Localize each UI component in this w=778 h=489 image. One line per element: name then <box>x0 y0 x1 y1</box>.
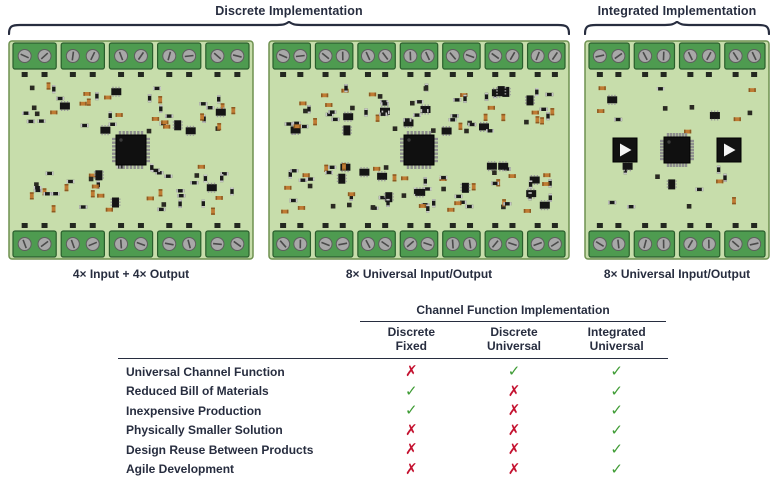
row-label: Universal Channel Function <box>126 364 285 379</box>
mark-cell: ✓ <box>610 421 623 439</box>
column-header-line: Universal <box>589 338 644 353</box>
row-label: Design Reuse Between Products <box>126 442 314 457</box>
integrated-brace-icon <box>584 21 770 35</box>
table-header-row: Discrete Fixed Discrete Universal Integr… <box>118 322 668 359</box>
discrete-brace-icon <box>8 21 570 35</box>
column-header-discrete-universal: Discrete Universal <box>463 325 566 353</box>
column-header-discrete-fixed: Discrete Fixed <box>360 325 463 353</box>
caption-board-2: 8× Universal Input/Output <box>345 267 493 281</box>
mark-cell: ✗ <box>507 402 521 420</box>
mark-cell: ✗ <box>507 460 521 478</box>
table-title: Channel Function Implementation <box>360 303 666 322</box>
mark-cell: ✗ <box>405 363 418 381</box>
row-label: Physically Smaller Solution <box>126 423 283 438</box>
caption-board-3: 8× Universal Input/Output <box>603 267 751 281</box>
mark-cell: ✓ <box>610 402 623 420</box>
table-row: Agile Development ✗ ✗ ✓ <box>118 460 668 480</box>
row-label: Agile Development <box>126 462 235 477</box>
column-header-line: Integrated <box>587 325 646 339</box>
mark-cell: ✗ <box>507 421 521 439</box>
mark-cell: ✓ <box>507 363 521 381</box>
integrated-implementation-label: Integrated Implementation <box>597 4 757 18</box>
discrete-implementation-label: Discrete Implementation <box>215 4 363 18</box>
mark-cell: ✗ <box>507 441 521 459</box>
mark-cell: ✓ <box>405 402 418 420</box>
row-label: Reduced Bill of Materials <box>126 384 269 399</box>
table-row: Design Reuse Between Products ✗ ✗ ✓ <box>118 440 668 460</box>
mark-cell: ✓ <box>610 441 623 459</box>
mark-cell: ✓ <box>405 382 418 400</box>
mark-cell: ✗ <box>507 382 521 400</box>
mark-cell: ✗ <box>405 421 418 439</box>
pcb-discrete-universal-image <box>268 40 570 260</box>
column-header-line: Fixed <box>395 338 427 353</box>
mark-cell: ✓ <box>610 363 623 381</box>
table-row: Inexpensive Production ✓ ✗ ✓ <box>118 401 668 421</box>
table-body: Universal Channel Function ✗ ✓ ✓ Reduced… <box>118 359 668 479</box>
column-header-line: Universal <box>486 338 542 353</box>
column-header-integrated-universal: Integrated Universal <box>565 325 668 353</box>
column-header-line: Discrete <box>387 325 436 339</box>
pcb-integrated-universal-image <box>584 40 770 260</box>
mark-cell: ✓ <box>610 460 623 478</box>
table-row: Physically Smaller Solution ✗ ✗ ✓ <box>118 421 668 441</box>
table-row: Universal Channel Function ✗ ✓ ✓ <box>118 362 668 382</box>
column-header-line: Discrete <box>490 325 538 339</box>
table-row: Reduced Bill of Materials ✓ ✗ ✓ <box>118 382 668 402</box>
caption-board-1: 4× Input + 4× Output <box>72 267 190 281</box>
mark-cell: ✗ <box>405 441 418 459</box>
mark-cell: ✓ <box>610 382 623 400</box>
row-label: Inexpensive Production <box>126 403 262 418</box>
comparison-table: Channel Function Implementation Discrete… <box>118 303 668 479</box>
mark-cell: ✗ <box>405 460 418 478</box>
pcb-discrete-fixed-image <box>8 40 254 260</box>
